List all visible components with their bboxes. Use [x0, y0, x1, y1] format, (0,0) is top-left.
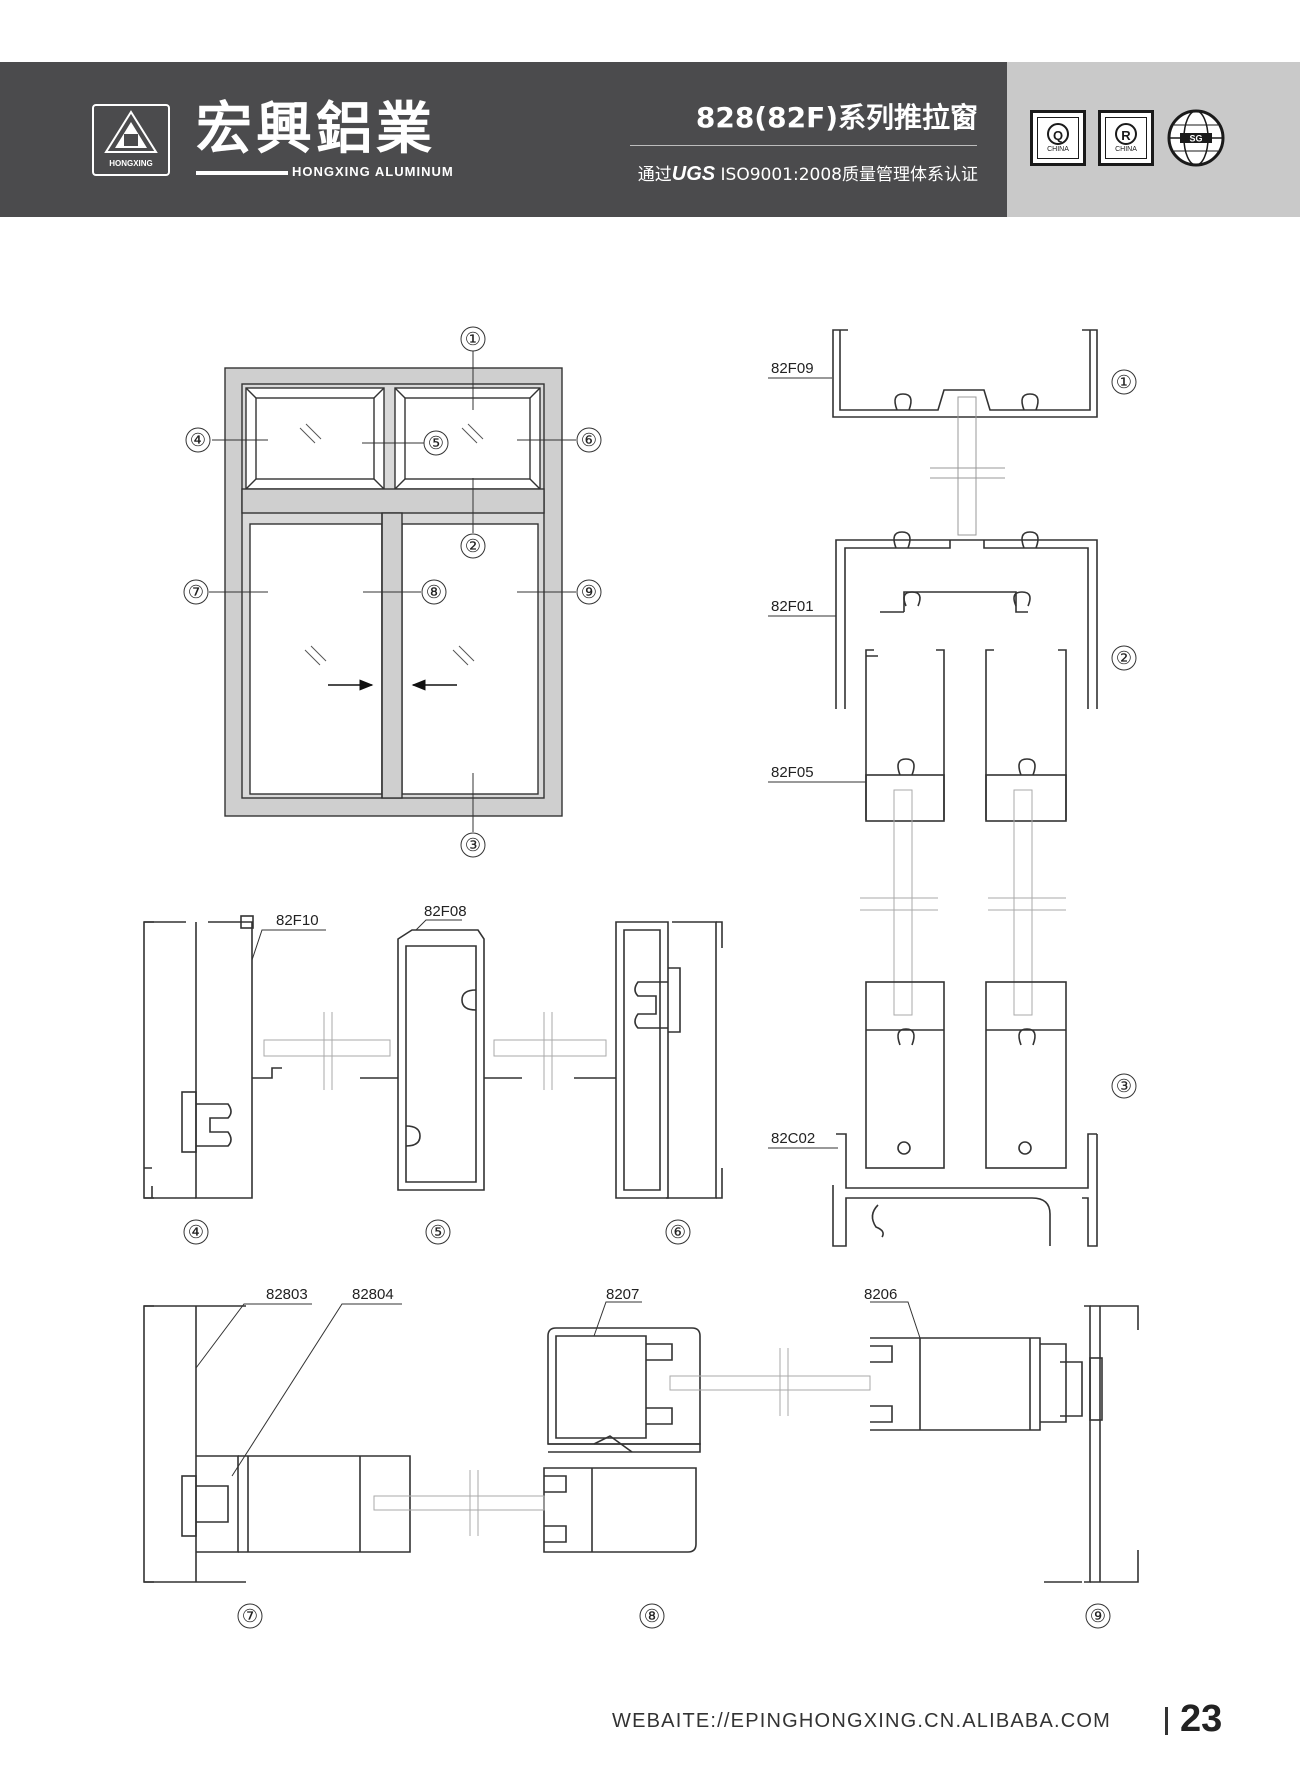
vertical-section-labels: 82F09 82F01 82F05 82C02 ① ② ③	[768, 360, 1137, 1149]
section-row-1-glazing	[263, 1012, 607, 1090]
callout-5: ⑤	[428, 433, 444, 453]
page-number: 23	[1180, 1698, 1223, 1740]
callout-9: ⑨	[581, 582, 597, 602]
brand-logo: HONGXING	[92, 104, 170, 176]
section-row-2-glazing	[373, 1348, 871, 1536]
section-marker-7: ⑦	[242, 1606, 258, 1626]
profile-8206: 8206	[864, 1286, 897, 1303]
profile-82C02: 82C02	[771, 1130, 815, 1147]
profile-8207: 8207	[606, 1286, 639, 1303]
section-marker-1: ①	[1116, 372, 1132, 392]
elevation-callout-numbers: ① ② ③ ④ ⑤ ⑥ ⑦ ⑧ ⑨	[188, 329, 597, 855]
page-header: HONGXING 宏興鋁業 HONGXING ALUMINUM 828(82F)…	[0, 62, 1300, 217]
profile-82F09: 82F09	[771, 360, 814, 377]
section-marker-8: ⑧	[644, 1606, 660, 1626]
profile-82F01: 82F01	[771, 598, 814, 615]
header-divider	[630, 145, 977, 146]
svg-text:SG: SG	[1189, 134, 1202, 144]
section-marker-6: ⑥	[670, 1222, 686, 1242]
section-marker-2: ②	[1116, 648, 1132, 668]
brand-name-chinese: 宏興鋁業	[196, 97, 436, 162]
callout-6: ⑥	[581, 430, 597, 450]
section-marker-5: ⑤	[430, 1222, 446, 1242]
brand-name-english: HONGXING ALUMINUM	[196, 164, 454, 179]
section-marker-3: ③	[1116, 1076, 1132, 1096]
svg-text:HONGXING: HONGXING	[109, 159, 153, 168]
profile-82F08: 82F08	[424, 903, 467, 920]
footer-website: WEBAITE://EPINGHONGXING.CN.ALIBABA.COM	[612, 1710, 1112, 1732]
footer-separator	[1165, 1707, 1168, 1735]
profile-82804: 82804	[352, 1286, 394, 1303]
profile-82803: 82803	[266, 1286, 308, 1303]
section-marker-4: ④	[188, 1222, 204, 1242]
profile-82F05: 82F05	[771, 764, 814, 781]
section-row-2-labels: 82803 82804 8207 8206 ⑦ ⑧ ⑨	[195, 1286, 1111, 1629]
elevation-callout-leaders	[183, 326, 602, 858]
callout-3: ③	[465, 835, 481, 855]
callout-2: ②	[465, 536, 481, 556]
callout-4: ④	[190, 430, 206, 450]
logo-mountain-icon: HONGXING	[104, 110, 158, 168]
section-row-1	[143, 915, 723, 1199]
callout-8: ⑧	[426, 582, 442, 602]
section-row-2	[143, 1305, 1139, 1583]
section-row-1-labels: 82F10 82F08 ④ ⑤ ⑥	[183, 903, 691, 1245]
profile-82F10: 82F10	[276, 912, 319, 929]
callout-7: ⑦	[188, 582, 204, 602]
vertical-section	[832, 329, 1098, 1247]
header-dark-band	[0, 62, 1007, 217]
globe-certification-icon: SG	[1166, 108, 1226, 168]
callout-1: ①	[465, 329, 481, 349]
series-title: 828(82F)系列推拉窗	[695, 101, 978, 134]
certification-line: 通过UGS ISO9001:2008质量管理体系认证	[637, 163, 978, 185]
section-marker-9: ⑨	[1090, 1606, 1106, 1626]
